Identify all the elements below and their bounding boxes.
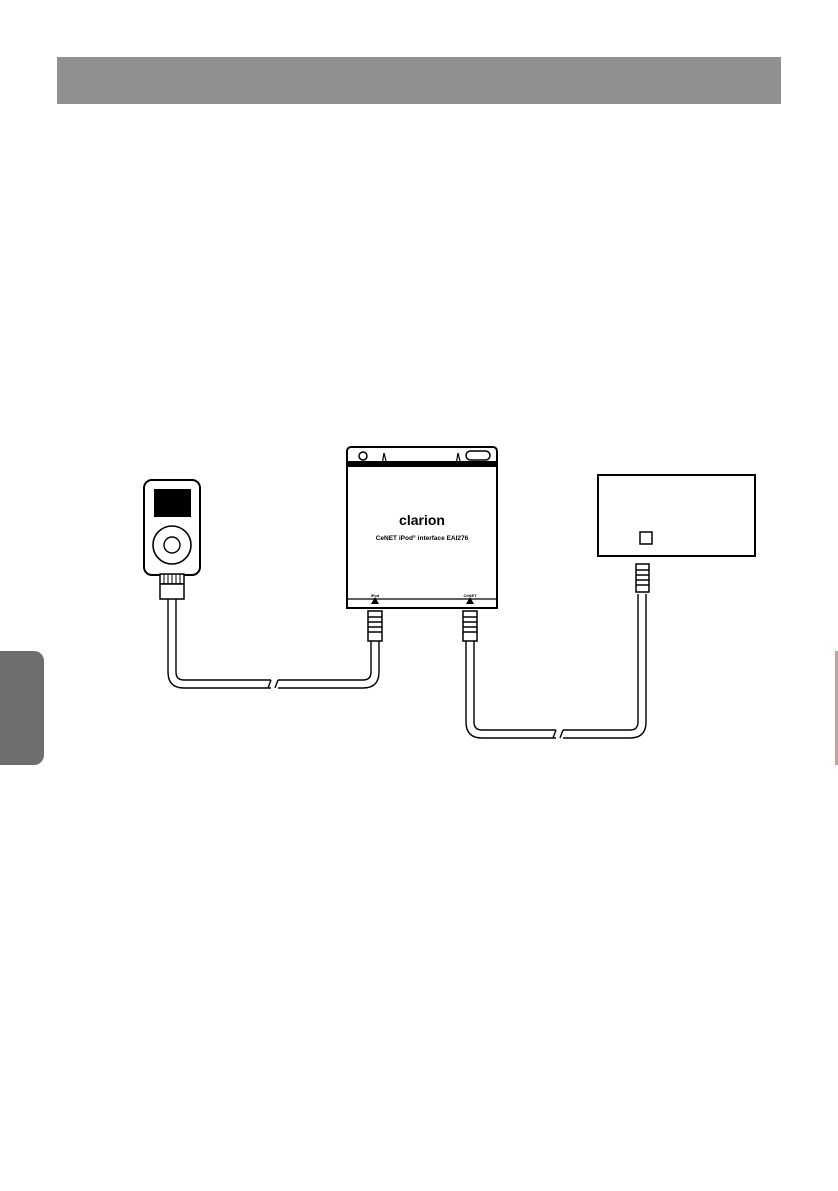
head-unit xyxy=(598,475,755,556)
ipod-port-label: iPod xyxy=(371,593,380,598)
cenet-cable-plug-head-unit xyxy=(636,564,649,592)
interface-model-label: CeNET iPod® interface EAI276 xyxy=(376,534,469,542)
interface-brand-logo: clarion xyxy=(399,512,445,528)
cenet-port-label: CeNET xyxy=(463,593,477,598)
head-unit-cenet-jack xyxy=(640,532,652,544)
cenet-cable-plug-interface xyxy=(463,611,477,641)
ipod-cable xyxy=(168,599,379,688)
cenet-cable xyxy=(466,594,646,738)
ipod-cable-plug xyxy=(368,611,382,641)
ipod-device xyxy=(144,480,200,599)
